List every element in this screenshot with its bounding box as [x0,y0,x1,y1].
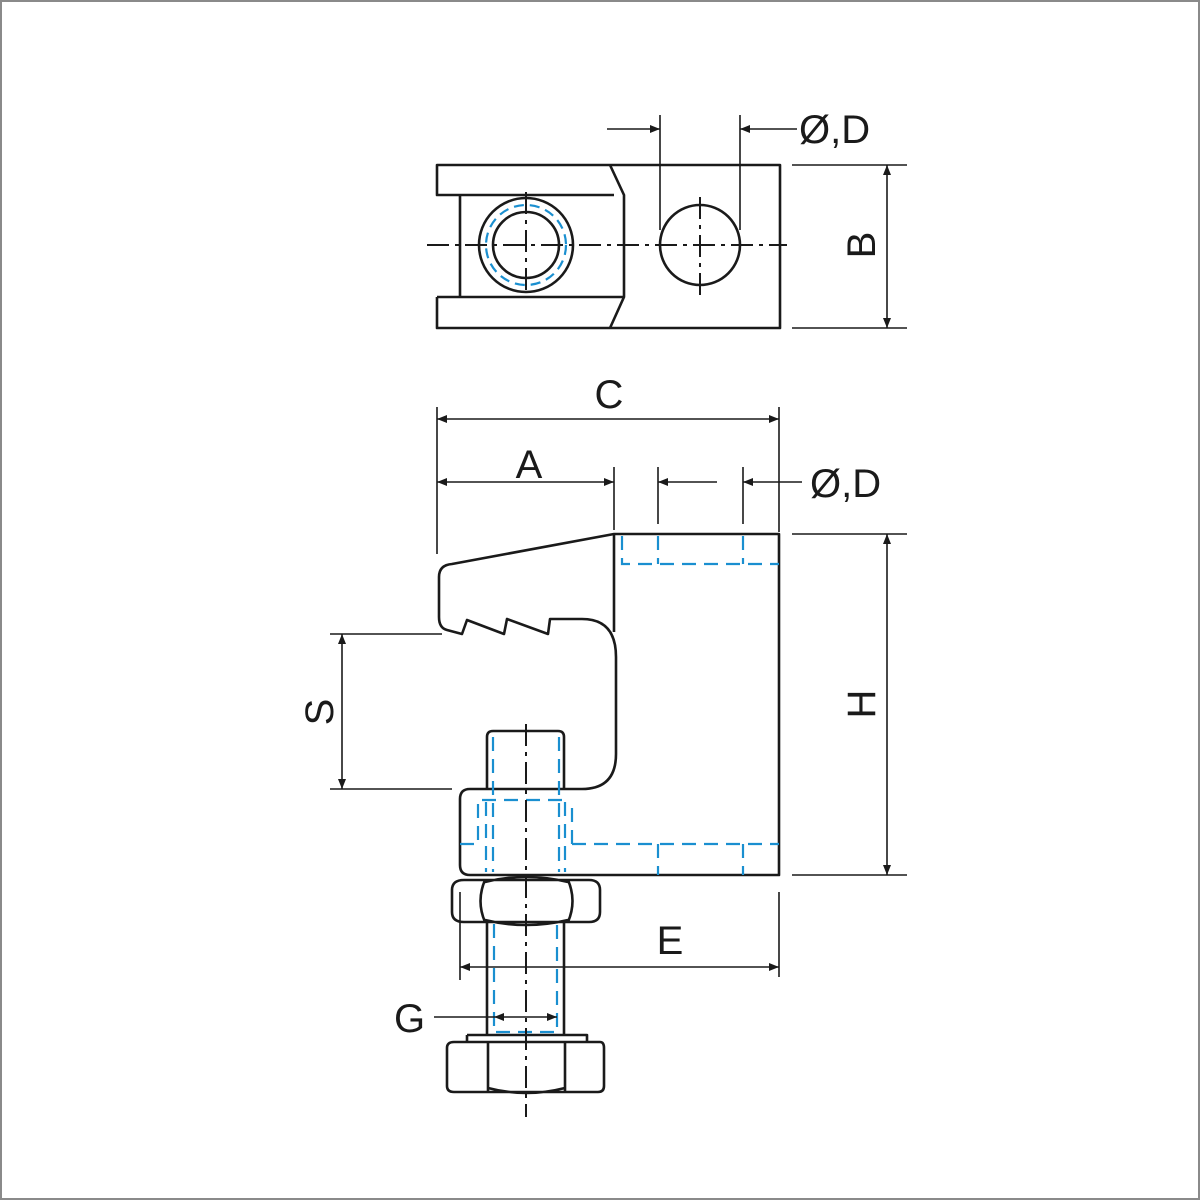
dimension-a-label: A [516,443,543,487]
top-view: Ø,D B [427,108,907,330]
dimension-g-label: G [394,997,425,1041]
dimension-e-label: E [657,919,684,963]
front-diameter-label: Ø,D [810,462,881,506]
dimension-s-label: S [298,699,342,726]
dimension-h-label: H [840,690,884,719]
hidden-thread-circle [484,203,568,287]
front-view: C A Ø,D H S E G [298,373,907,1117]
dimension-b-label: B [840,232,884,259]
top-diameter-label: Ø,D [799,108,870,152]
dimension-c-label: C [595,373,624,417]
